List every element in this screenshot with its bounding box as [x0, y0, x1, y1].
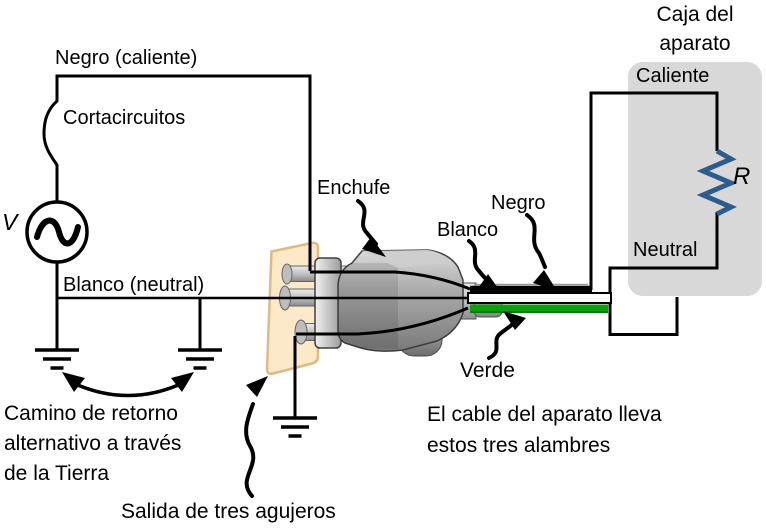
negro-arrow: [525, 213, 547, 269]
green-wire: [470, 304, 608, 311]
enchufe-arrow: [356, 199, 378, 246]
green-wire-shade: [470, 311, 608, 313]
label-resistor: R: [733, 163, 751, 190]
plug-illustration: [314, 249, 503, 357]
label-neutral-wire: Blanco (neutral): [63, 274, 205, 296]
appliance-case: [628, 62, 762, 296]
ground-symbol-outlet: [273, 416, 317, 438]
label-outlet: Salida de tres agujeros: [121, 500, 336, 523]
hot-wire-through-plug: [310, 270, 471, 291]
salida-arrow: [244, 402, 256, 498]
hot-wire-right: [589, 91, 719, 290]
label-case-hot: Caliente: [636, 65, 710, 87]
ground-wire-through-plug: [296, 306, 469, 336]
verde-arrow: [487, 322, 515, 360]
note-earth-return: Camino de retorno alternativo a través d…: [4, 402, 182, 485]
label-case-title: Caja del aparato: [656, 3, 734, 55]
label-case-neutral: Neutral: [633, 239, 698, 261]
label-plug: Enchufe: [317, 177, 391, 199]
label-green-wire: Verde: [460, 359, 515, 382]
ground-symbol-pole: [178, 348, 222, 370]
label-breaker: Cortacircuitos: [63, 107, 186, 129]
note-cord: El cable del aparato lleva estos tres al…: [427, 403, 662, 457]
circuit-wires: [42, 74, 719, 418]
white-wire: [467, 292, 612, 304]
earth-return-arrow: [62, 372, 194, 398]
blanco-arrow: [467, 239, 490, 283]
resistor-icon: [696, 148, 738, 217]
label-source-v: V: [2, 209, 18, 235]
ground-to-case: [610, 297, 679, 336]
label-hot-wire: Negro (caliente): [55, 47, 198, 69]
ac-source-icon: [25, 200, 89, 264]
hot-wire-left: [42, 74, 312, 271]
label-white-wire: Blanco: [437, 219, 499, 241]
pointer-arrowheads: [246, 237, 557, 397]
ground-symbol-source: [35, 348, 79, 370]
label-black-wire: Negro: [491, 192, 546, 214]
pointer-arrows: [244, 199, 547, 498]
